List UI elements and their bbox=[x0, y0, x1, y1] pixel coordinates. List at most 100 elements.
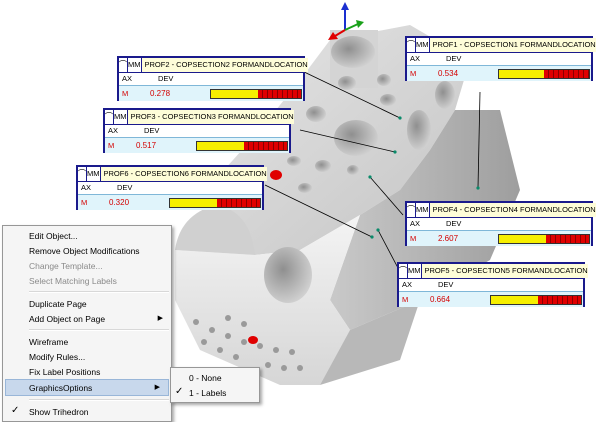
deviation-bar bbox=[169, 197, 261, 208]
submenu-item-none[interactable]: 0 - None bbox=[171, 370, 259, 385]
hole bbox=[377, 74, 391, 86]
dev-value: 0.320 bbox=[109, 197, 130, 207]
ax-header: AX bbox=[108, 126, 119, 136]
ax-header: AX bbox=[410, 219, 421, 229]
hole bbox=[315, 160, 331, 172]
checkmark-icon: ✓ bbox=[175, 386, 184, 397]
dimension-label-prof5[interactable]: ⌒ MM PROF5 - COPSECTION5 FORMANDLOCATION… bbox=[397, 262, 588, 307]
menu-item-remove-modifications[interactable]: Remove Object Modifications bbox=[3, 243, 171, 258]
profile-symbol-icon: ⌒ bbox=[78, 167, 87, 181]
profile-symbol-icon: ⌒ bbox=[105, 110, 114, 124]
dev-header: DEV bbox=[446, 54, 462, 64]
ax-header: AX bbox=[402, 280, 413, 290]
axis-value: M bbox=[81, 197, 88, 207]
menu-item-label: 1 - Labels bbox=[189, 387, 227, 398]
menu-item-label: Fix Label Positions bbox=[29, 366, 101, 377]
hole bbox=[407, 110, 431, 150]
menu-item-label: Edit Object... bbox=[29, 230, 78, 241]
axis-value: M bbox=[402, 294, 409, 304]
hole bbox=[306, 106, 326, 122]
menu-separator bbox=[29, 291, 169, 293]
graphics-options-submenu: 0 - None ✓ 1 - Labels bbox=[170, 367, 260, 403]
menu-separator bbox=[29, 399, 169, 401]
submenu-arrow-icon: ▶ bbox=[154, 384, 160, 391]
menu-item-select-matching-labels: Select Matching Labels bbox=[3, 273, 171, 288]
hole bbox=[298, 183, 312, 193]
dev-header: DEV bbox=[446, 219, 462, 229]
unit-label: MM bbox=[114, 110, 128, 124]
deviation-bar bbox=[210, 88, 302, 99]
dimension-label-prof3[interactable]: ⌒ MM PROF3 - COPSECTION3 FORMANDLOCATION… bbox=[103, 108, 294, 153]
hole bbox=[347, 165, 359, 175]
menu-item-label: Add Object on Page bbox=[29, 313, 106, 324]
feature-name: PROF4 - COPSECTION4 FORMANDLOCATION bbox=[429, 203, 596, 217]
menu-item-show-trihedron[interactable]: ✓Show Trihedron bbox=[3, 404, 171, 419]
checkmark-icon: ✓ bbox=[11, 405, 20, 416]
deviation-bar bbox=[490, 294, 582, 305]
dev-value: 0.278 bbox=[150, 88, 171, 98]
part-left-boss bbox=[175, 205, 255, 255]
submenu-item-labels[interactable]: ✓ 1 - Labels bbox=[171, 385, 259, 400]
menu-item-wireframe[interactable]: Wireframe bbox=[3, 334, 171, 349]
dimension-label-prof1[interactable]: ⌒ MM PROF1 - COPSECTION1 FORMANDLOCATION… bbox=[405, 36, 596, 81]
unit-label: MM bbox=[416, 38, 430, 52]
part-big-bore bbox=[264, 247, 312, 303]
profile-symbol-icon: ⌒ bbox=[407, 38, 416, 52]
dev-value: 0.534 bbox=[438, 68, 459, 78]
profile-symbol-icon: ⌒ bbox=[399, 264, 408, 278]
menu-item-label: 0 - None bbox=[189, 372, 222, 383]
profile-symbol-icon: ⌒ bbox=[407, 203, 416, 217]
axis-value: M bbox=[410, 68, 417, 78]
deviation-bar bbox=[196, 140, 288, 151]
axis-value: M bbox=[122, 88, 129, 98]
submenu-arrow-icon: ▶ bbox=[157, 315, 163, 322]
leader-dots bbox=[368, 116, 480, 239]
profile-symbol-icon: ⌒ bbox=[119, 58, 128, 72]
hole bbox=[435, 81, 455, 109]
menu-item-graphics-options[interactable]: GraphicsOptions ▶ bbox=[5, 379, 169, 396]
menu-item-label: Wireframe bbox=[29, 336, 69, 347]
axis-value: M bbox=[108, 140, 115, 150]
trihedron-icon bbox=[328, 2, 364, 40]
ax-header: AX bbox=[81, 183, 92, 193]
menu-item-label: GraphicsOptions bbox=[29, 382, 93, 393]
feature-name: PROF6 - COPSECTION6 FORMANDLOCATION bbox=[100, 167, 267, 181]
menu-separator bbox=[29, 329, 169, 331]
ax-header: AX bbox=[410, 54, 421, 64]
red-marker[interactable] bbox=[248, 336, 258, 344]
part-lower-right bbox=[320, 300, 420, 385]
dimension-label-prof6[interactable]: ⌒ MM PROF6 - COPSECTION6 FORMANDLOCATION… bbox=[76, 165, 267, 210]
part-top-boss-hole bbox=[331, 36, 375, 68]
menu-item-fix-label-positions[interactable]: Fix Label Positions bbox=[3, 364, 171, 379]
feature-name: PROF5 - COPSECTION5 FORMANDLOCATION bbox=[421, 264, 588, 278]
menu-item-edit-object[interactable]: Edit Object... bbox=[3, 228, 171, 243]
menu-item-label: Select Matching Labels bbox=[29, 275, 117, 286]
dev-value: 2.607 bbox=[438, 233, 459, 243]
context-menu: Edit Object... Remove Object Modificatio… bbox=[2, 225, 172, 422]
unit-label: MM bbox=[128, 58, 142, 72]
menu-item-duplicate-page[interactable]: Duplicate Page bbox=[3, 296, 171, 311]
menu-item-label: Modify Rules... bbox=[29, 351, 86, 362]
dev-value: 0.517 bbox=[136, 140, 157, 150]
unit-label: MM bbox=[408, 264, 422, 278]
hole bbox=[334, 120, 378, 156]
dev-value: 0.664 bbox=[430, 294, 451, 304]
menu-item-label: Remove Object Modifications bbox=[29, 245, 140, 256]
hole bbox=[380, 94, 396, 106]
deviation-bar bbox=[498, 68, 590, 79]
dev-header: DEV bbox=[438, 280, 454, 290]
menu-item-label: Duplicate Page bbox=[29, 298, 87, 309]
leader-lines bbox=[264, 69, 481, 269]
dimension-label-prof4[interactable]: ⌒ MM PROF4 - COPSECTION4 FORMANDLOCATION… bbox=[405, 201, 596, 246]
menu-item-change-template: Change Template... bbox=[3, 258, 171, 273]
menu-item-modify-rules[interactable]: Modify Rules... bbox=[3, 349, 171, 364]
feature-name: PROF3 - COPSECTION3 FORMANDLOCATION bbox=[127, 110, 294, 124]
part-front-face bbox=[175, 215, 360, 385]
feature-name: PROF2 - COPSECTION2 FORMANDLOCATION bbox=[141, 58, 308, 72]
hole bbox=[287, 156, 301, 166]
red-marker[interactable] bbox=[270, 170, 282, 180]
dimension-label-prof2[interactable]: ⌒ MM PROF2 - COPSECTION2 FORMANDLOCATION… bbox=[117, 56, 308, 101]
hole bbox=[338, 76, 356, 90]
menu-item-add-object-on-page[interactable]: Add Object on Page ▶ bbox=[3, 311, 171, 326]
dev-header: DEV bbox=[144, 126, 160, 136]
